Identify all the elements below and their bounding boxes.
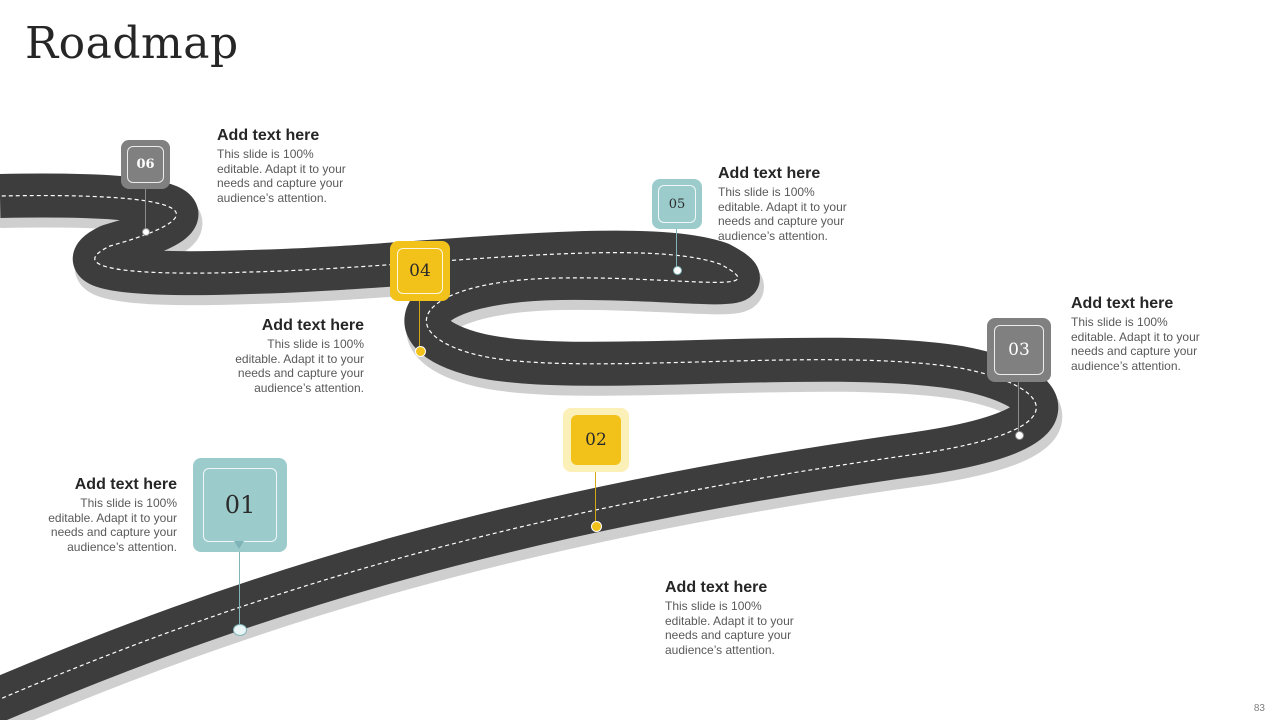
milestone-badge: 06 — [121, 140, 170, 189]
pin-line — [145, 186, 146, 230]
road-marker — [673, 266, 682, 275]
milestone-body: This slide is 100% editable. Adapt it to… — [217, 147, 387, 205]
body-line: This slide is 100% — [665, 599, 762, 613]
body-line: needs and capture your — [217, 176, 344, 190]
milestone-number: 06 — [136, 157, 155, 172]
milestone-number: 04 — [409, 261, 431, 281]
body-line: This slide is 100% — [718, 185, 815, 199]
milestone-heading: Add text here — [1071, 295, 1174, 312]
body-line: audience’s attention. — [665, 642, 775, 657]
road-marker — [142, 228, 150, 236]
milestone-heading: Add text here — [261, 317, 364, 334]
milestone-body: This slide is 100% editable. Adapt it to… — [200, 337, 364, 395]
body-line: This slide is 100% — [80, 496, 177, 510]
milestone-number: 05 — [668, 196, 686, 212]
milestone-number: 03 — [1008, 340, 1030, 360]
body-line: This slide is 100% — [217, 147, 314, 161]
milestone-heading: Add text here — [74, 476, 177, 493]
road-marker — [591, 521, 602, 532]
milestone-text: Add text here This slide is 100% editabl… — [665, 579, 825, 657]
milestone-heading: Add text here — [718, 165, 821, 182]
milestone-body: This slide is 100% editable. Adapt it to… — [665, 599, 825, 657]
milestone-text: Add text here This slide is 100% editabl… — [1071, 295, 1241, 373]
body-line: editable. Adapt it to your — [718, 199, 847, 214]
body-line: editable. Adapt it to your — [235, 351, 364, 366]
body-line: audience’s attention. — [1071, 358, 1181, 373]
pin-line — [419, 298, 420, 348]
milestone-body: This slide is 100% editable. Adapt it to… — [20, 496, 177, 554]
milestone-badge: 05 — [652, 179, 702, 229]
milestone-heading: Add text here — [665, 579, 768, 596]
body-line: editable. Adapt it to your — [665, 613, 794, 628]
pin-line — [676, 226, 677, 268]
milestone-body: This slide is 100% editable. Adapt it to… — [718, 185, 888, 243]
road-marker — [1015, 431, 1024, 440]
pin-arrow — [234, 541, 244, 549]
milestone-badge: 04 — [390, 241, 450, 301]
body-line: This slide is 100% — [1071, 315, 1168, 329]
milestone-badge: 01 — [193, 458, 287, 552]
pin-line — [239, 548, 240, 628]
road-marker — [233, 624, 247, 636]
body-line: editable. Adapt it to your — [217, 161, 346, 176]
milestone-number: 01 — [224, 491, 256, 519]
slide-title: Roadmap — [25, 18, 239, 69]
milestone-number: 02 — [585, 430, 607, 450]
road-surface — [0, 173, 1059, 720]
milestone-text: Add text here This slide is 100% editabl… — [200, 317, 364, 395]
body-line: audience’s attention. — [67, 539, 177, 554]
body-line: needs and capture your — [718, 214, 845, 228]
milestone-badge: 02 — [563, 408, 629, 472]
body-line: audience’s attention. — [718, 228, 828, 243]
body-line: needs and capture your — [237, 366, 364, 380]
milestone-text: Add text here This slide is 100% editabl… — [718, 165, 888, 243]
milestone-text: Add text here This slide is 100% editabl… — [217, 127, 387, 205]
body-line: audience’s attention. — [254, 380, 364, 395]
milestone-body: This slide is 100% editable. Adapt it to… — [1071, 315, 1241, 373]
page-number: 83 — [1253, 703, 1265, 714]
milestone-text: Add text here This slide is 100% editabl… — [20, 476, 177, 554]
pin-line — [595, 468, 596, 524]
body-line: needs and capture your — [665, 628, 792, 642]
body-line: editable. Adapt it to your — [1071, 329, 1200, 344]
body-line: editable. Adapt it to your — [48, 510, 177, 525]
pin-line — [1018, 378, 1019, 433]
road-marker — [415, 346, 426, 357]
body-line: needs and capture your — [50, 525, 177, 539]
milestone-heading: Add text here — [217, 127, 320, 144]
body-line: audience’s attention. — [217, 190, 327, 205]
milestone-badge: 03 — [987, 318, 1051, 382]
body-line: needs and capture your — [1071, 344, 1198, 358]
body-line: This slide is 100% — [267, 337, 364, 351]
